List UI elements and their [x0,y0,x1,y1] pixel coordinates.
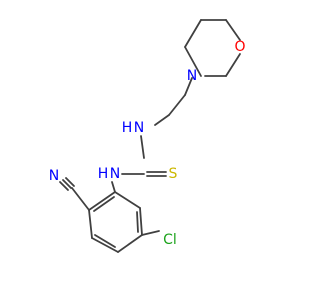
bond [141,230,160,236]
bond [117,234,143,253]
structure-canvas: O N N H S N H N Cl [48,19,246,253]
thiourea-hydrogen-upper-label: H [122,120,133,136]
chlorine-atom-label: Cl [163,232,177,248]
bond [59,181,69,191]
molecule-diagram: O N N H S N H N Cl [49,19,246,253]
thiourea-nitrogen-lower-label: N [110,166,120,182]
bond [88,209,93,239]
bond [91,237,119,253]
bond [114,191,141,209]
bond [225,19,241,41]
bond [184,77,193,96]
bond [71,187,90,211]
bond [225,53,241,77]
bond [184,19,202,48]
bond [65,177,75,187]
thiourea-nitrogen-upper-label: N [134,120,144,136]
bond [93,196,115,212]
bond [62,179,72,189]
bond [136,211,139,233]
bond [111,181,116,193]
bond [88,191,116,211]
bond [140,135,145,159]
bond [139,207,143,236]
nitrile-nitrogen-label: N [49,168,59,184]
bond [184,46,202,77]
morpholine-nitrogen-label: N [187,68,197,84]
bond [94,234,116,248]
bond [168,94,186,116]
bond [154,114,170,126]
sulfur-atom-label: S [169,166,178,182]
oxygen-atom-label: O [234,39,245,55]
thiourea-hydrogen-lower-label: H [98,166,109,182]
